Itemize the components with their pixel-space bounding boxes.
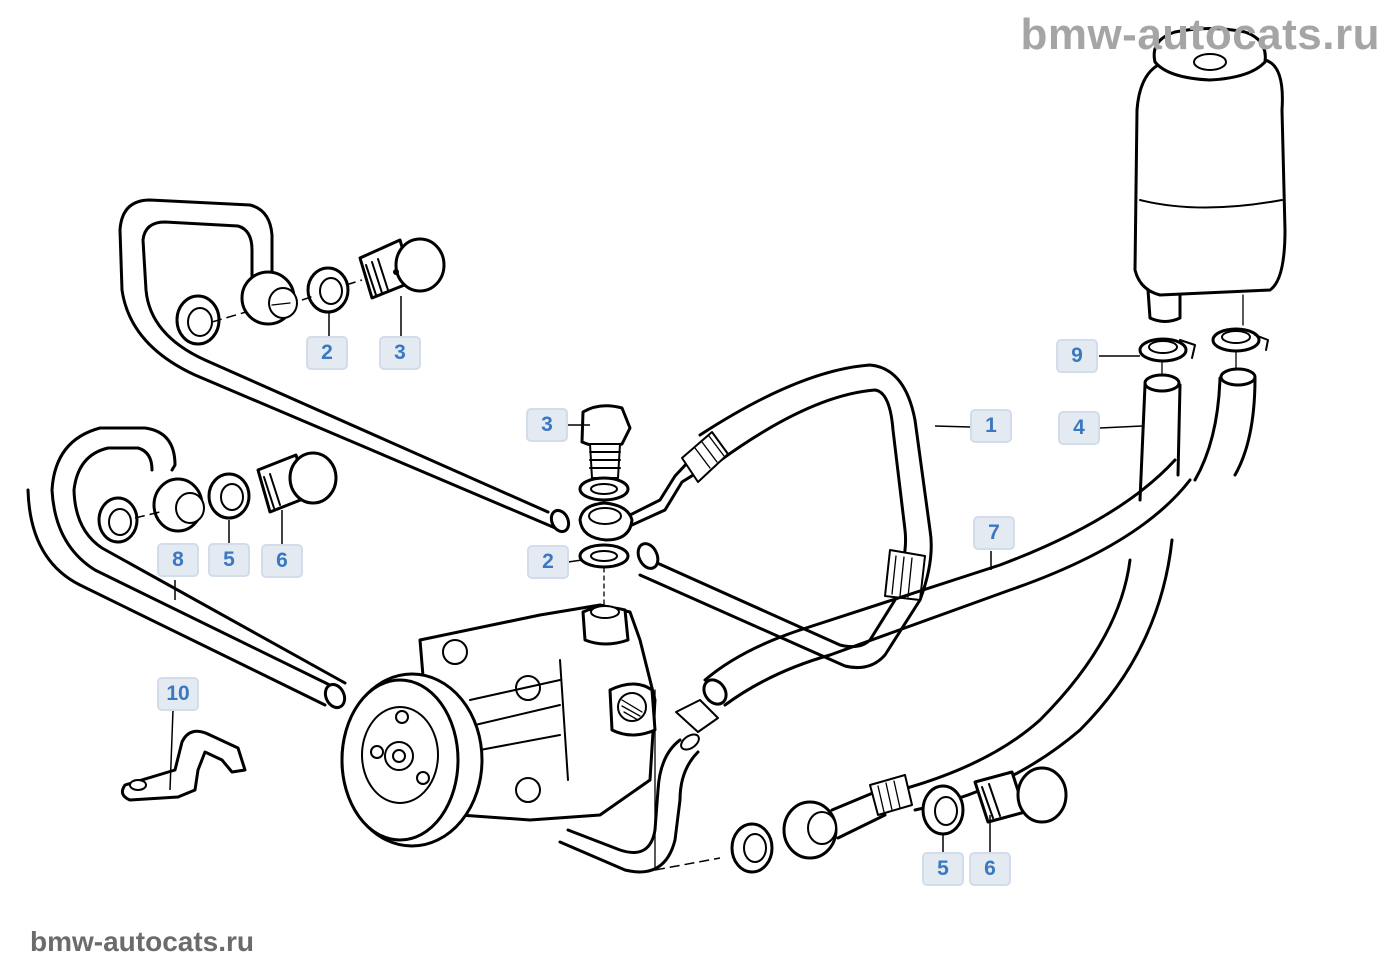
center-banjo-fitting [578,458,700,542]
callout-2-center-seal-ring[interactable]: 2 [527,545,569,579]
lower-banjo-fitting [782,774,913,860]
left-hose-line-8 [26,426,347,710]
watermark-bottom: bmw-autocats.ru [30,926,255,957]
upper-banjo-fitting [240,270,298,326]
pressure-hose-1 [636,363,933,670]
left-banjo-fitting [152,477,205,533]
upper-washer-left [175,294,221,346]
callout-5-lower-seal-ring[interactable]: 5 [922,852,964,886]
watermark-top: bmw-autocats.ru [1020,10,1380,59]
callout-4-suction-hose[interactable]: 4 [1058,411,1100,445]
suction-hose-4 [898,367,1257,812]
left-washer [97,496,139,544]
pump-pulley [340,672,484,848]
callout-1-pressure-hose[interactable]: 1 [970,409,1012,443]
lower-banjo-bolt-6 [973,766,1068,824]
callout-5-left-seal-ring[interactable]: 5 [208,543,250,577]
center-seal-ring-lower [578,543,630,569]
callout-6-left-banjo-bolt[interactable]: 6 [261,544,303,578]
callout-9-hose-clamp[interactable]: 9 [1056,339,1098,373]
upper-left-hose-line [118,198,571,534]
upper-banjo-bolt [358,237,446,300]
upper-seal-ring [306,266,350,314]
clamp-9-left [1138,337,1196,363]
callout-2-upper-seal-ring[interactable]: 2 [306,336,348,370]
reservoir [1133,27,1287,326]
callout-8-hose-line[interactable]: 8 [157,543,199,577]
center-banjo-bolt-3 [580,404,632,479]
left-seal-ring-5 [207,472,251,520]
callout-6-lower-banjo-bolt[interactable]: 6 [969,852,1011,886]
center-seal-ring-upper [578,476,630,502]
lower-washer [730,822,774,874]
callout-10-bracket[interactable]: 10 [157,677,199,711]
clamp-9-right [1211,327,1269,353]
callout-3-upper-banjo-bolt[interactable]: 3 [379,336,421,370]
callout-3-center-banjo-bolt[interactable]: 3 [526,408,568,442]
bracket-10 [120,729,247,802]
leader-lines [169,296,1143,852]
lower-seal-ring-5 [921,784,965,836]
callout-7-return-hose[interactable]: 7 [973,516,1015,550]
return-hose-7 [702,458,1192,707]
left-banjo-bolt-6 [256,451,338,514]
